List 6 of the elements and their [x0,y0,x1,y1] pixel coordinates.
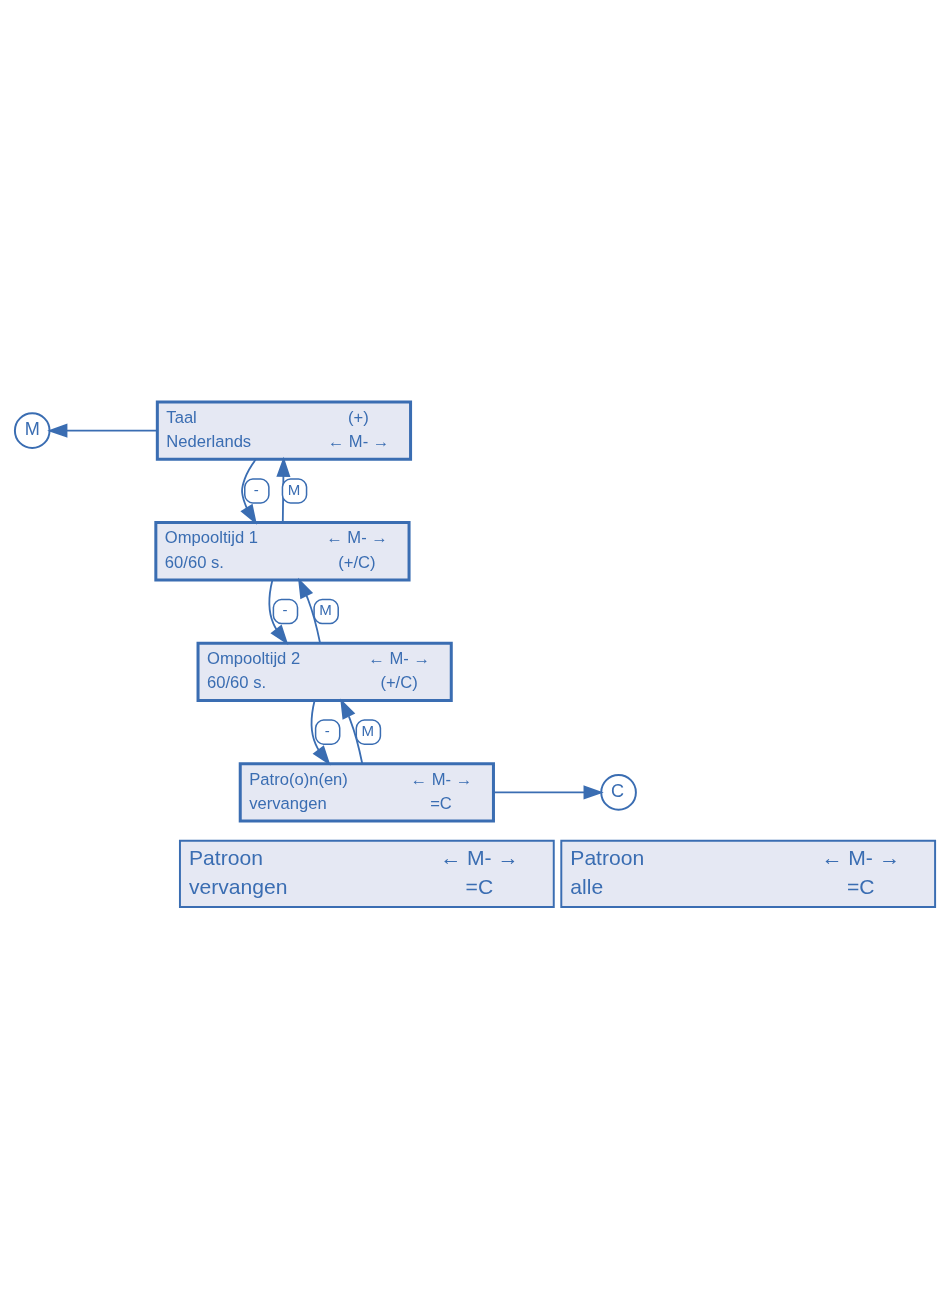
edge-label: - [324,721,330,739]
edge-label: M [287,480,301,498]
edge-label: M [319,600,332,618]
edge-label: - [282,600,288,618]
edge-label: - [253,480,259,498]
edge-label: M [361,721,375,739]
